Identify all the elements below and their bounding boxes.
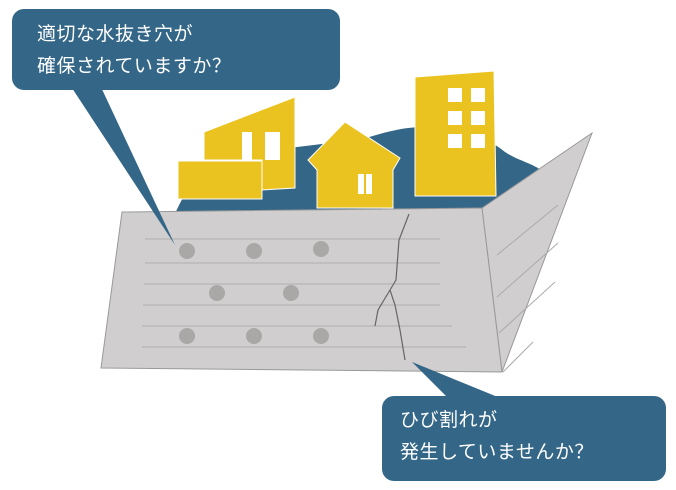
crack-question-line2: 発生していませんか？ [400,441,594,463]
weep-hole [313,241,329,257]
wall-front [100,207,503,373]
drainage-question-line1: 適切な水抜き穴が [37,23,194,45]
crack-question-line1: ひび割れが [400,409,498,431]
building-tall [414,70,497,197]
speech-bubble-crack [382,362,666,481]
drainage-question: 適切な水抜き穴が 確保されていますか？ [37,18,231,82]
weep-holes [179,241,329,344]
wall-side-lines [496,204,559,373]
weep-hole [179,328,195,344]
weep-hole [313,328,329,344]
wall-lines [142,238,466,348]
weep-hole [246,328,262,344]
weep-hole [246,243,262,259]
crack-question: ひび割れが 発生していませんか？ [400,404,594,468]
weep-hole [209,285,225,301]
weep-hole [179,243,195,259]
crack [374,213,410,361]
building-house [307,121,401,209]
drainage-question-line2: 確保されていますか？ [37,55,232,77]
speech-bubble-drainage [12,9,340,245]
building-slanted [203,96,296,191]
building-low [177,160,263,200]
weep-hole [283,285,299,301]
